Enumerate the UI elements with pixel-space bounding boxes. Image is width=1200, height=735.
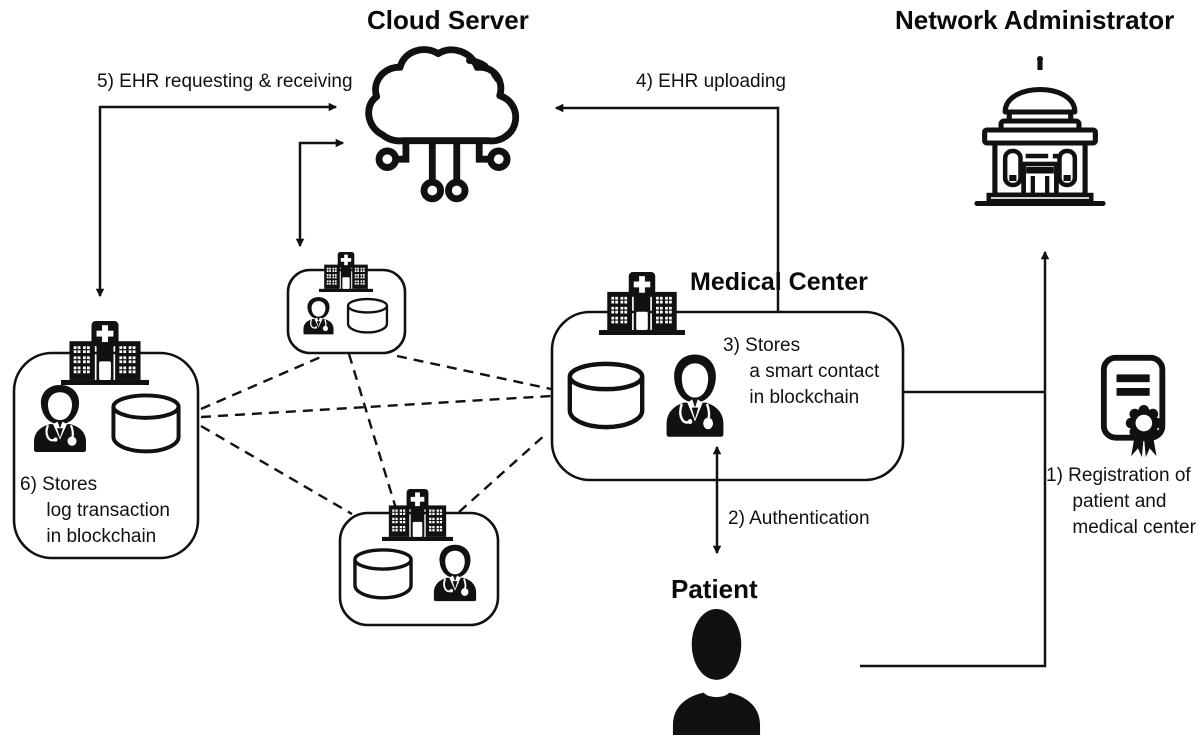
certificate-icon [1104, 358, 1163, 457]
mesh-edge-left-bottom [200, 424, 353, 516]
hospital-icon [61, 321, 149, 385]
arrow-ehr-uploading [554, 103, 780, 311]
label-step6-log-transaction: 6) Stores log transaction in blockchain [20, 474, 170, 547]
patient-title: Patient [671, 574, 758, 604]
label-step1-registration: 1) Registration of patient and medical c… [1046, 465, 1196, 538]
government-building-icon [974, 56, 1105, 206]
mesh-edge-top-medical [396, 354, 552, 391]
mesh-edge-top-bottom [347, 353, 399, 513]
network-administrator-title: Network Administrator [895, 5, 1175, 35]
database-icon [353, 548, 413, 600]
mesh-edge-left-top [200, 354, 324, 411]
database-icon [111, 393, 181, 454]
arrow-registration [860, 250, 1050, 668]
flow-arrows [95, 102, 1050, 668]
label-step5-ehr-requesting: 5) EHR requesting & receiving [97, 71, 353, 92]
cloud-server-title: Cloud Server [367, 5, 529, 35]
hospital-icon [382, 489, 453, 541]
arrow-ehr-requesting-receiving [95, 102, 338, 298]
label-step4-ehr-uploading: 4) EHR uploading [636, 71, 786, 92]
hospital-icon [599, 272, 685, 335]
database-icon [346, 297, 389, 334]
blockchain-mesh [200, 353, 552, 516]
mesh-edge-left-medical [200, 394, 552, 419]
arrow-cloud-node-sync [295, 138, 345, 248]
medical-center-box [550, 310, 905, 482]
medical-center-title: Medical Center [690, 268, 868, 296]
label-step3-smart-contract: 3) Stores a smart contact in blockchain [723, 335, 880, 408]
database-icon [570, 364, 642, 427]
hospital-icon [319, 252, 373, 292]
mesh-edge-bottom-medical [458, 433, 547, 513]
label-step2-authentication: 2) Authentication [728, 508, 870, 529]
patient-icon [672, 608, 761, 735]
cloud-icon [369, 50, 516, 199]
